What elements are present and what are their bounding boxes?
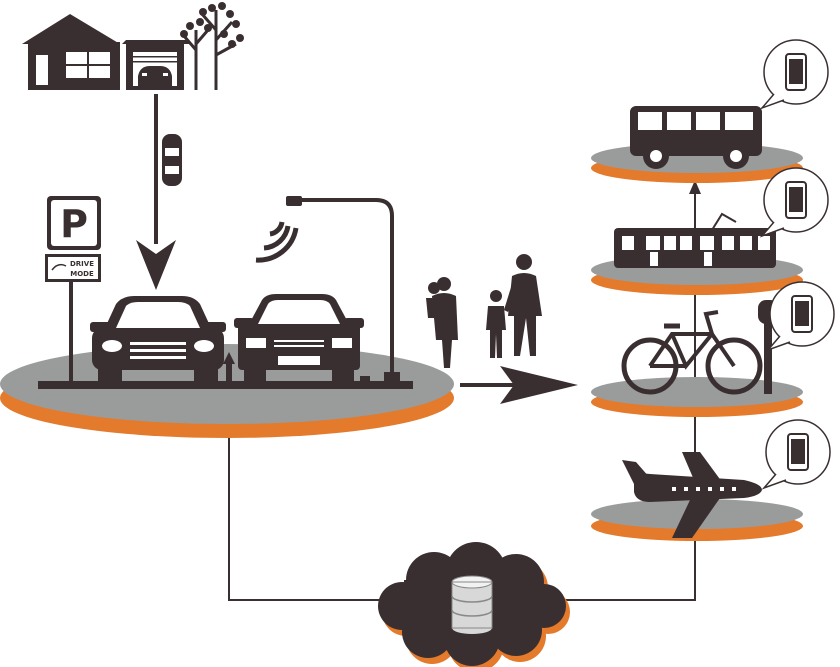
airplane-icon (622, 452, 762, 538)
garage-icon (122, 40, 190, 90)
car-icon (234, 294, 364, 384)
arrow-right (460, 366, 578, 404)
arrow-down (136, 94, 176, 290)
connector-lines (228, 190, 696, 601)
bicycle-icon (621, 310, 763, 395)
wifi-signal-icon (255, 221, 299, 263)
smartphone-icon (791, 295, 813, 333)
sign-drive-label: DRIVE (70, 260, 94, 268)
car-icon (90, 296, 226, 384)
smartphone-bubble-airplane (761, 419, 831, 490)
smartphone-icon (787, 433, 809, 471)
parking-sign-letter: P (60, 202, 88, 246)
house-icon (22, 14, 120, 90)
sign-mode-label: MODE (70, 270, 94, 278)
data-connector-post (223, 352, 235, 382)
curb-stone (360, 376, 370, 384)
parking-sign-icon: P DRIVE MODE (45, 196, 101, 382)
family-icon (426, 254, 542, 368)
smartphone-bubble-tram (759, 167, 829, 238)
smartphone-bubble-bus (759, 39, 829, 110)
curb-bar (38, 381, 413, 389)
bus-icon (630, 106, 762, 169)
tree-leaves (180, 2, 244, 48)
database-icon (451, 575, 493, 634)
street-lamp-icon (286, 196, 400, 384)
car-icon (162, 134, 182, 186)
smartphone-icon (785, 53, 807, 91)
tree-icon (182, 10, 237, 90)
tram-icon (614, 212, 776, 268)
smartphone-icon (785, 181, 807, 219)
arrowhead-up-small (689, 180, 701, 194)
smartphone-bubble-bicycle (765, 281, 835, 352)
